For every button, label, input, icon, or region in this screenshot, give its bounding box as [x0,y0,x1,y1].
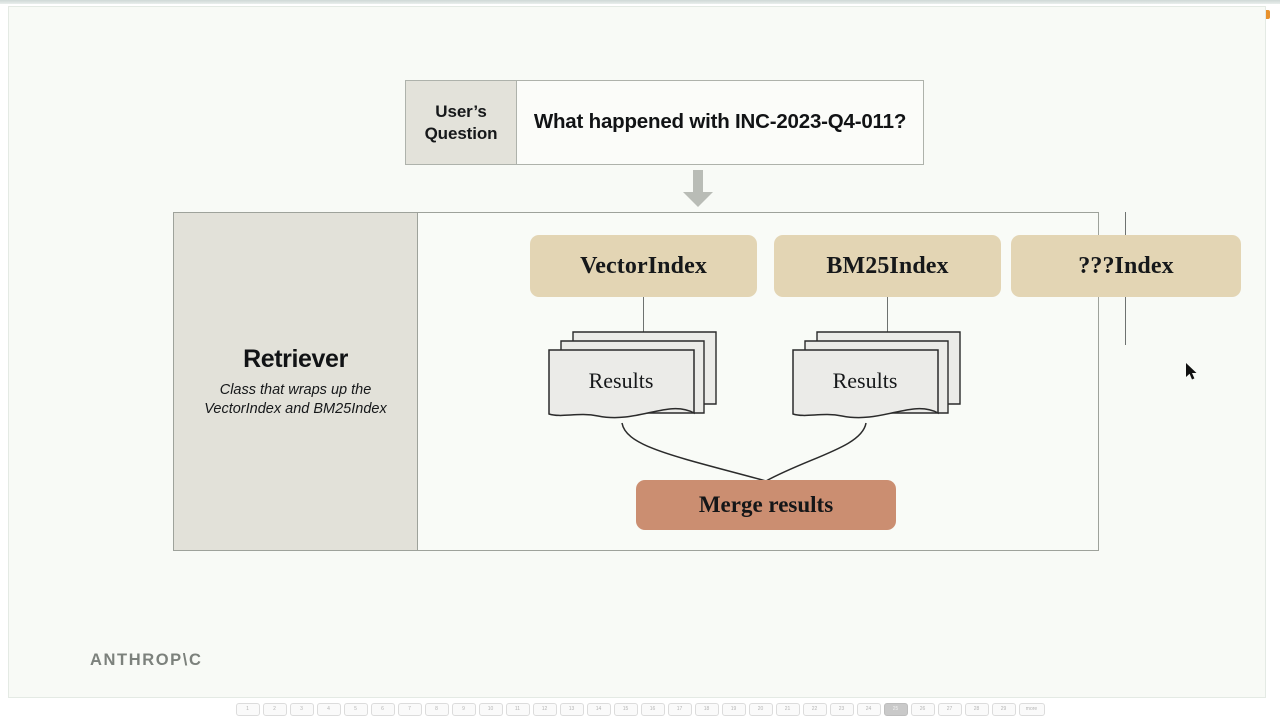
pager-item-20[interactable]: 20 [748,702,773,716]
pager-item-28[interactable]: 28 [964,702,989,716]
connector-stem-unknown-top [1125,212,1126,236]
results-document-stack-icon [792,331,961,419]
pager-item-27[interactable]: 27 [937,702,962,716]
pager-item-9[interactable]: 9 [451,702,476,716]
user-question-row: User’s Question What happened with INC-2… [405,80,924,165]
index-box-vector[interactable]: VectorIndex [530,235,757,297]
pager-item-4[interactable]: 4 [316,702,341,716]
arrow-down-icon [683,170,713,207]
connector-stem-bm25 [887,297,888,343]
pager-item-17[interactable]: 17 [667,702,692,716]
pager-item-19[interactable]: 19 [721,702,746,716]
pager-item-16[interactable]: 16 [640,702,665,716]
pager-item-29[interactable]: 29 [991,702,1016,716]
mouse-cursor [1186,363,1197,380]
pager-item-18[interactable]: 18 [694,702,719,716]
results-stack-bm25: Results [792,324,962,424]
pager-item-1[interactable]: 1 [235,702,260,716]
retriever-subtitle-line1: Class that wraps up the [219,381,372,398]
user-question-label: User’s Question [406,81,517,164]
pager-item-2[interactable]: 2 [262,702,287,716]
results-document-stack-icon [548,331,717,419]
pager-item-5[interactable]: 5 [343,702,368,716]
pager-item-13[interactable]: 13 [559,702,584,716]
pager-item-8[interactable]: 8 [424,702,449,716]
merge-results-box[interactable]: Merge results [636,480,896,530]
retriever-title: Retriever [243,344,348,373]
retriever-panel: Retriever Class that wraps up the Vector… [174,213,418,550]
pager-item-12[interactable]: 12 [532,702,557,716]
user-question-label-line1: User’s [435,101,487,121]
results-label-vector: Results [588,368,654,393]
slide-canvas: User’s Question What happened with INC-2… [8,6,1266,698]
pager-item-15[interactable]: 15 [613,702,638,716]
pager-item-24[interactable]: 24 [856,702,881,716]
pager-item-6[interactable]: 6 [370,702,395,716]
user-question-text: What happened with INC-2023-Q4-011? [533,109,907,133]
pager-item-26[interactable]: 26 [910,702,935,716]
pager-item-21[interactable]: 21 [775,702,800,716]
user-question-label-line2: Question [424,123,498,143]
pager-item-25[interactable]: 25 [883,702,908,716]
pager-item-14[interactable]: 14 [586,702,611,716]
pager-item-23[interactable]: 23 [829,702,854,716]
pager-item-11[interactable]: 11 [505,702,530,716]
window-top-edge [0,0,1280,4]
merge-connector-curves [621,422,867,482]
pager-item-10[interactable]: 10 [478,702,503,716]
anthropic-logo: ANTHROP\C [90,651,203,669]
index-box-unknown[interactable]: ???Index [1011,235,1241,297]
results-label-bm25: Results [832,368,898,393]
pager-item-7[interactable]: 7 [397,702,422,716]
results-stack-vector: Results [548,324,718,424]
retriever-subtitle: Class that wraps up the VectorIndex and … [183,381,408,419]
connector-stem-unknown-bottom [1125,297,1126,345]
pager-item-22[interactable]: 22 [802,702,827,716]
connector-stem-vector [643,297,644,343]
index-box-bm25[interactable]: BM25Index [774,235,1001,297]
pager-item-more[interactable]: more [1018,702,1045,716]
retriever-subtitle-line2: VectorIndex and BM25Index [204,400,387,417]
pager-item-3[interactable]: 3 [289,702,314,716]
